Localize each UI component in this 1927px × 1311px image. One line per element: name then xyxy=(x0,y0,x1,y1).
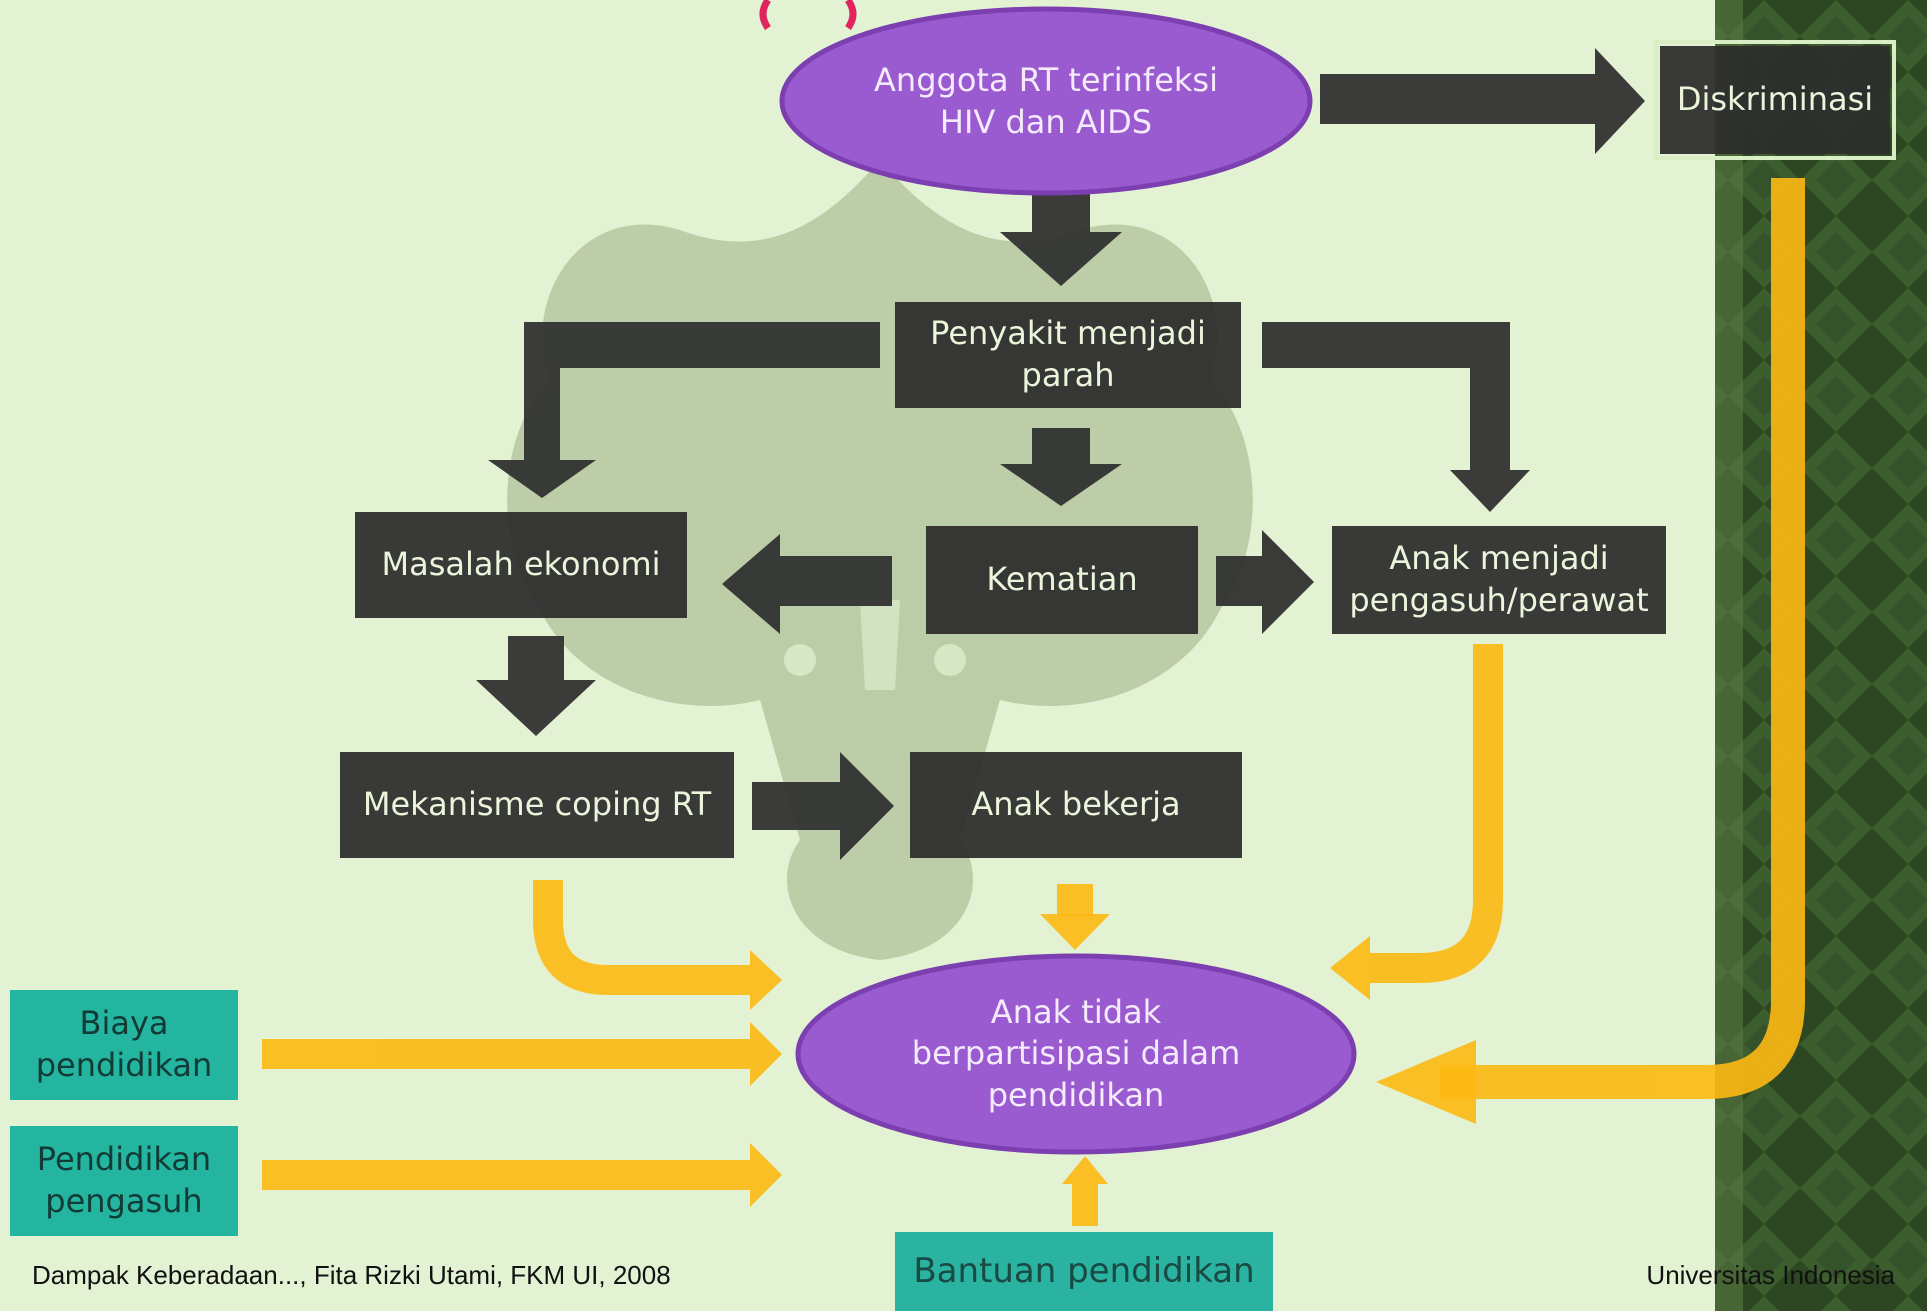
box-penyakit xyxy=(895,302,1241,408)
side-panel-stripe xyxy=(1715,0,1743,1311)
node-anggota: Anggota RT terinfeksi HIV dan AIDS xyxy=(874,61,1218,141)
arrow-anggota-to-diskriminasi xyxy=(1320,48,1645,154)
arrow-kematian-to-masalah xyxy=(722,534,892,634)
node-anak-tidak: Anak tidak berpartisipasi dalam pendidik… xyxy=(911,992,1241,1114)
node-kematian: Kematian xyxy=(986,560,1138,599)
node-diskriminasi: Diskriminasi xyxy=(1676,80,1874,119)
dark-boxes xyxy=(340,46,1890,858)
arrow-anggota-to-penyakit xyxy=(1000,186,1122,286)
arrow-penyakit-to-anak-pengasuh xyxy=(1262,322,1530,512)
orange-arrowheads xyxy=(750,914,1476,1207)
box-diskriminasi xyxy=(1660,46,1890,154)
arrow-diskriminasi-to-anak-tidak xyxy=(1440,178,1805,1099)
arrow-penyakit-to-masalah xyxy=(488,322,880,498)
box-pendidikan-pengasuh xyxy=(10,1126,238,1236)
footer-institution: Universitas Indonesia xyxy=(1646,1260,1895,1290)
dark-arrows xyxy=(476,48,1645,860)
box-biaya xyxy=(10,990,238,1100)
box-kematian xyxy=(926,526,1198,634)
node-biaya: Biaya pendidikan xyxy=(35,1004,213,1084)
arrow-mekanisme-to-anak-tidak xyxy=(533,880,750,995)
box-bantuan xyxy=(895,1232,1273,1311)
node-anak-pengasuh: Anak menjadi pengasuh/perawat xyxy=(1349,539,1649,619)
node-penyakit: Penyakit menjadi parah xyxy=(930,314,1206,394)
box-anak-bekerja xyxy=(910,752,1242,858)
box-mekanisme xyxy=(340,752,734,858)
node-anak-bekerja: Anak bekerja xyxy=(971,785,1181,824)
node-masalah: Masalah ekonomi xyxy=(381,545,661,584)
side-panel xyxy=(1715,0,1927,1311)
node-bantuan: Bantuan pendidikan xyxy=(913,1251,1255,1292)
arrow-penyakit-to-kematian xyxy=(1000,428,1122,506)
arrow-kematian-to-anak-pengasuh xyxy=(1216,530,1314,634)
oval-anggota xyxy=(779,6,1313,196)
box-masalah xyxy=(355,512,687,618)
diskriminasi-frame xyxy=(1654,40,1896,160)
orange-arrows xyxy=(262,178,1805,1226)
footer-citation: Dampak Keberadaan..., Fita Rizki Utami, … xyxy=(32,1260,671,1290)
title-remnant xyxy=(759,0,857,31)
node-pendidikan-pengasuh: Pendidikan pengasuh xyxy=(36,1140,212,1220)
arrow-mekanisme-to-anak-bekerja xyxy=(752,752,894,860)
arrow-masalah-to-mekanisme xyxy=(476,636,596,736)
oval-anak-tidak xyxy=(795,953,1357,1155)
box-anak-pengasuh xyxy=(1332,526,1666,634)
arrow-anak-pengasuh-to-anak-tidak xyxy=(1370,644,1503,983)
node-mekanisme: Mekanisme coping RT xyxy=(362,785,712,824)
